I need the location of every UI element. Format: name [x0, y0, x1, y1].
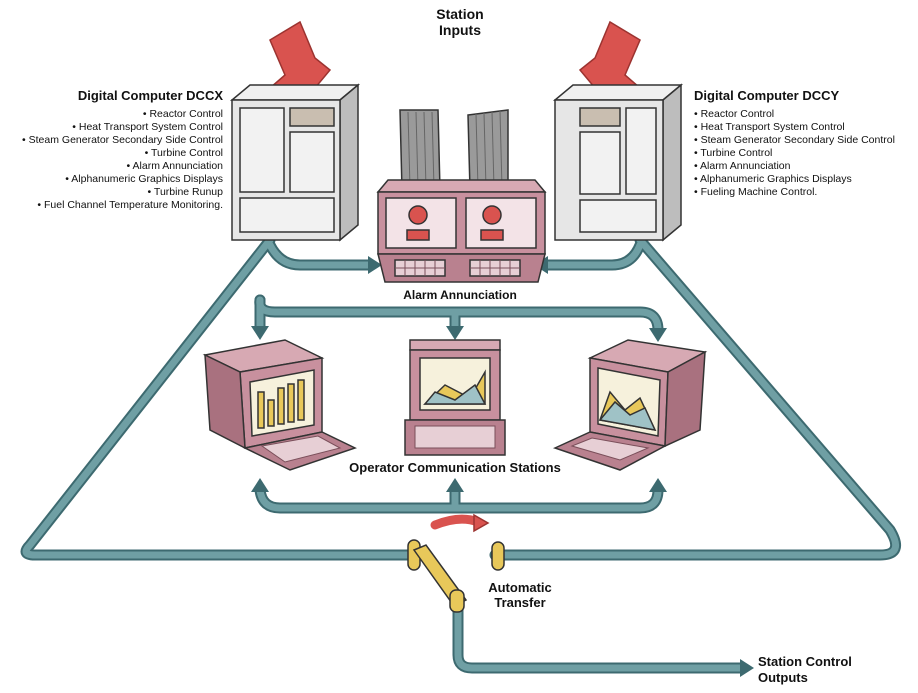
list-item: • Heat Transport System Control	[694, 121, 845, 133]
list-item: • Alphanumeric Graphics Displays	[65, 173, 223, 185]
alarm-annunciation-label: Alarm Annunciation	[403, 288, 517, 302]
list-item: • Fueling Machine Control.	[694, 186, 818, 198]
operator-stations-label: Operator Communication Stations	[349, 460, 561, 475]
dccx-function-list: • Reactor Control • Heat Transport Syste…	[5, 108, 223, 212]
network-pipes	[20, 234, 902, 674]
list-item: • Turbine Control	[694, 147, 773, 159]
station-inputs-label: Station Inputs	[436, 6, 484, 38]
list-item: • Reactor Control	[142, 108, 223, 120]
dccy-title: Digital Computer DCCY	[694, 88, 840, 103]
dccx-block: Digital Computer DCCX • Reactor Control …	[5, 88, 223, 212]
alarm-console	[376, 109, 547, 283]
automatic-transfer-label: Automatic Transfer	[488, 580, 552, 610]
list-item: • Fuel Channel Temperature Monitoring.	[37, 199, 223, 211]
cabinet-dccy	[552, 83, 684, 242]
dccx-title: Digital Computer DCCX	[77, 88, 223, 103]
transfer-switch	[407, 513, 505, 613]
dccy-function-list: • Reactor Control • Heat Transport Syste…	[694, 108, 916, 199]
dccy-block: Digital Computer DCCY • Reactor Control …	[694, 88, 916, 199]
list-item: • Alarm Annunciation	[694, 160, 791, 172]
list-item: • Alarm Annunciation	[126, 160, 223, 172]
list-item: • Turbine Control	[144, 147, 223, 159]
terminal-right	[552, 339, 708, 471]
list-item: • Reactor Control	[694, 108, 775, 120]
station-control-outputs-label: Station Control Outputs	[758, 654, 852, 685]
list-item: • Steam Generator Secondary Side Control	[694, 134, 895, 146]
terminal-center	[404, 339, 506, 456]
list-item: • Turbine Runup	[147, 186, 223, 198]
list-item: • Heat Transport System Control	[72, 121, 223, 133]
list-item: • Alphanumeric Graphics Displays	[694, 173, 852, 185]
terminal-left	[202, 339, 357, 471]
cabinet-dccx	[229, 83, 361, 242]
pipe-arrowheads	[251, 256, 754, 677]
list-item: • Steam Generator Secondary Side Control	[22, 134, 223, 146]
